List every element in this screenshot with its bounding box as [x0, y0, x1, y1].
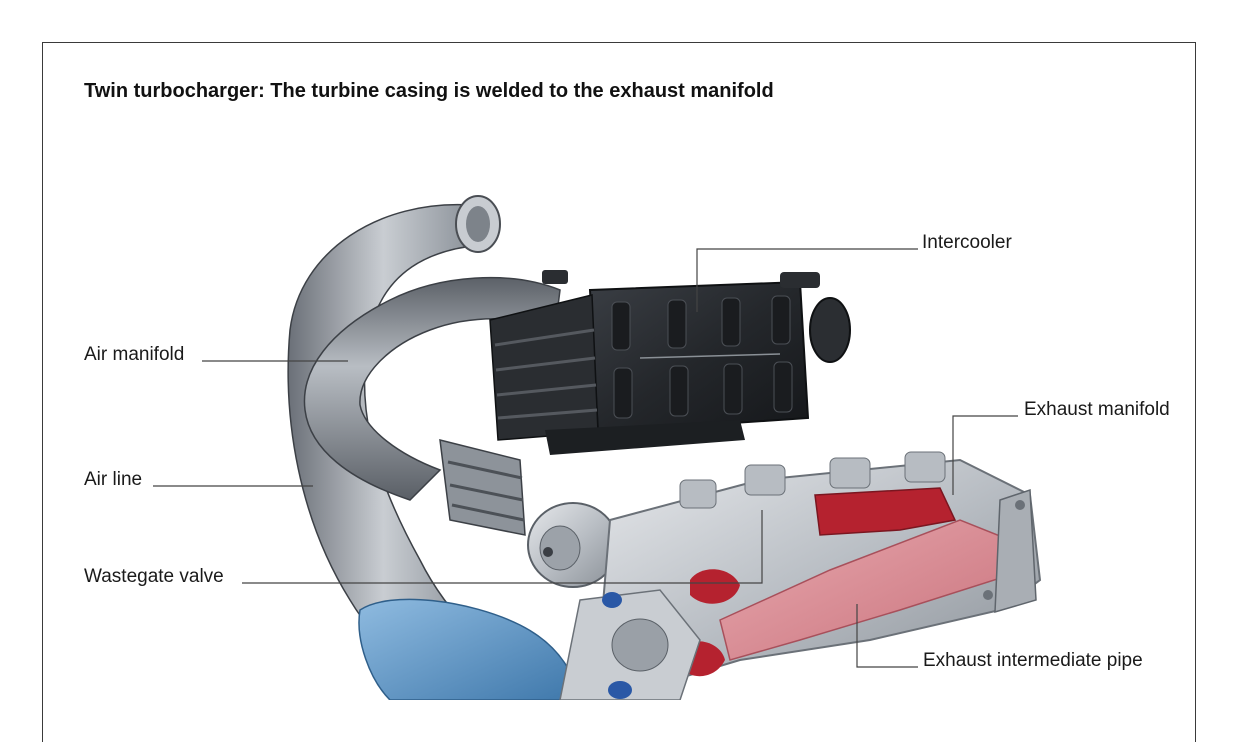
hose-clamp — [439, 439, 526, 536]
label-intercooler: Intercooler — [922, 232, 1012, 253]
outlet-flange — [994, 488, 1037, 614]
label-air-line: Air line — [84, 469, 143, 490]
label-air-manifold: Air manifold — [84, 344, 185, 365]
label-exhaust-manifold: Exhaust manifold — [1024, 399, 1170, 420]
leader-exhaust-intermediate-pipe — [856, 604, 918, 668]
diagram-title: Twin turbocharger: The turbine casing is… — [84, 80, 774, 102]
leader-intercooler — [696, 248, 918, 312]
exhaust-manifold-runner — [814, 487, 957, 536]
intercooler-outlet — [809, 297, 851, 363]
leader-wastegate-valve — [242, 510, 763, 584]
turbocharger-illustration — [153, 195, 1042, 700]
air-manifold-pipe — [303, 276, 561, 501]
leader-exhaust-manifold — [952, 415, 1018, 495]
label-exhaust-intermediate-pipe: Exhaust intermediate pipe — [923, 650, 1143, 671]
compressor-cutaway — [358, 598, 577, 700]
label-wastegate-valve: Wastegate valve — [84, 566, 224, 587]
